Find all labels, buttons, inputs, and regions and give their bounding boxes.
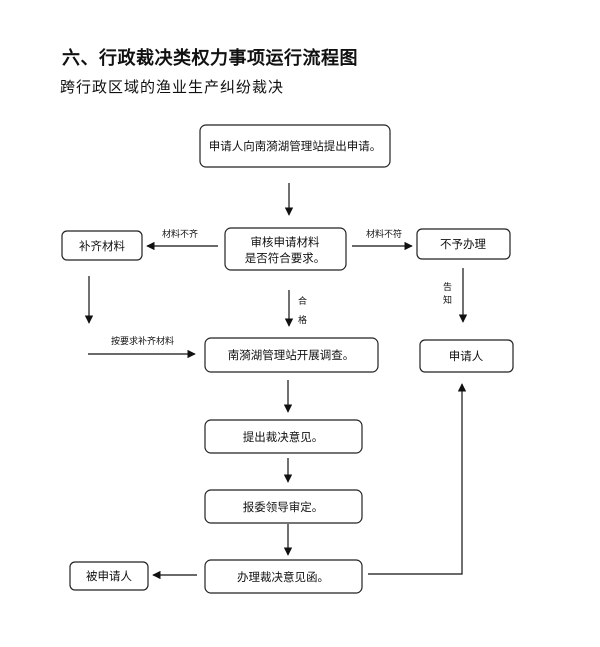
node-investigate: 南漪湖管理站开展调查。: [204, 337, 379, 373]
node-review: 审核申请材料 是否符合要求。: [224, 227, 347, 271]
label-nonconforming: 材料不符: [366, 228, 402, 240]
page-heading: 六、行政裁决类权力事项运行流程图: [62, 48, 358, 69]
node-supplement: 补齐材料: [61, 230, 143, 261]
node-review-text-2: 是否符合要求。: [245, 251, 326, 265]
node-review-text-1: 审核申请材料: [251, 235, 320, 249]
node-applicant-text: 申请人: [449, 349, 484, 363]
page-subheading: 跨行政区域的渔业生产纠纷裁决: [60, 78, 285, 96]
node-letter: 办理裁决意见函。: [204, 559, 363, 594]
node-supplement-text: 补齐材料: [79, 239, 125, 253]
node-leader-text: 报委领导审定。: [243, 500, 324, 514]
label-qualified-1: 合: [298, 295, 307, 307]
label-inform-1: 告: [443, 281, 452, 293]
node-letter-text: 办理裁决意见函。: [237, 570, 329, 584]
node-opinion-text: 提出裁决意见。: [243, 430, 324, 444]
node-apply-text: 申请人向南漪湖管理站提出申请。: [209, 139, 382, 153]
node-respondent-text: 被申请人: [86, 569, 132, 583]
node-leader: 报委领导审定。: [204, 489, 363, 524]
label-resubmit: 按要求补齐材料: [111, 335, 174, 347]
node-respondent: 被申请人: [69, 561, 149, 591]
node-apply: 申请人向南漪湖管理站提出申请。: [199, 124, 391, 168]
node-reject-text: 不予办理: [440, 237, 486, 251]
node-opinion: 提出裁决意见。: [204, 419, 363, 454]
edge-letter-to-applicant: [368, 383, 467, 575]
label-inform-2: 知: [443, 294, 452, 306]
label-qualified-2: 格: [298, 314, 307, 326]
node-investigate-text: 南漪湖管理站开展调查。: [228, 348, 355, 362]
label-incomplete: 材料不齐: [162, 228, 198, 240]
node-applicant: 申请人: [419, 339, 514, 373]
node-reject: 不予办理: [416, 228, 511, 260]
